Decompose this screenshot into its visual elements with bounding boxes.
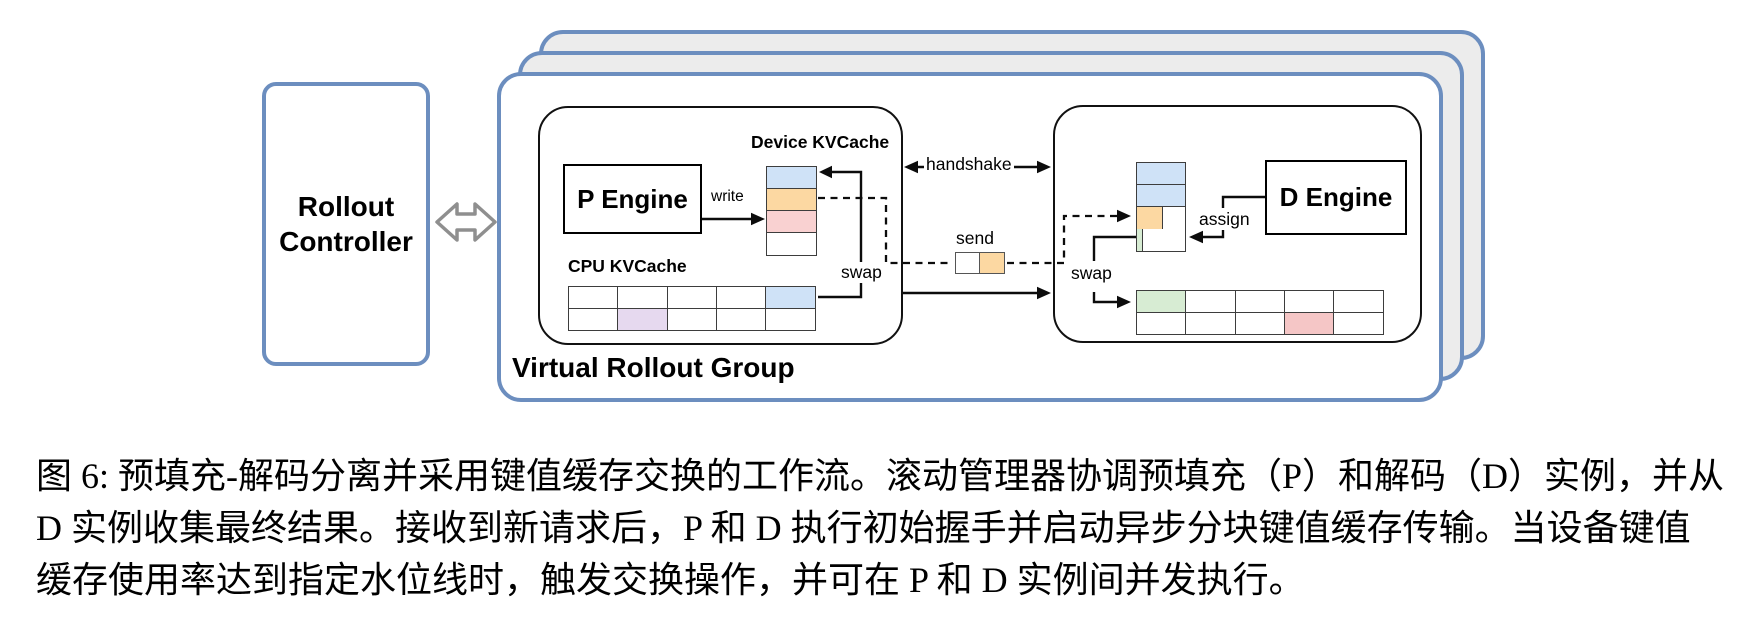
rollout-controller-box: Rollout Controller [262,82,430,366]
rollout-controller-label-line1: Rollout [297,191,395,222]
cache-cell [765,286,817,310]
cache-cell [765,307,817,331]
cache-cell [1136,184,1186,208]
cache-cell [715,307,767,331]
d-engine-box: D Engine [1265,160,1407,235]
handshake-label: handshake [924,154,1014,175]
cache-cell [1333,290,1385,314]
device-kvcache-label: Device KVCache [751,132,890,152]
cache-row [568,307,817,331]
cache-cell [666,286,718,310]
cache-row [1136,290,1385,314]
swap-label-d: swap [1069,263,1114,284]
virtual-rollout-group-label: Virtual Rollout Group [512,352,795,383]
cache-cell [1136,311,1187,335]
rollout-controller-label-line2: Controller [279,226,413,257]
cache-cell [568,286,619,310]
cache-row [955,252,1006,274]
caption-line: 图 6: 预填充-解码分离并采用键值缓存交换的工作流。滚动管理器协调预填充（P）… [36,456,1725,496]
cache-cell [1136,290,1187,314]
cache-cell [617,307,669,331]
cache-cell [1234,290,1286,314]
send-chunk-box [955,252,1006,274]
cache-cell [1185,290,1237,314]
cache-cell [766,166,817,190]
cache-cell [955,252,981,274]
cache-cell [715,286,767,310]
cache-cell [617,286,669,310]
p-engine-box: P Engine [563,164,702,234]
cache-cell [1283,311,1335,335]
figure-caption: 图 6: 预填充-解码分离并采用键值缓存交换的工作流。滚动管理器协调预填充（P）… [36,450,1724,606]
write-label: write [711,188,744,205]
cache-cell [766,210,817,234]
cache-cell [1136,228,1186,252]
d-device-kvcache-stack [1136,162,1186,252]
assign-label: assign [1197,209,1252,230]
cache-row [568,286,817,310]
cache-row [1136,311,1385,335]
cache-cell [666,307,718,331]
cache-cell [1136,162,1186,186]
cache-cell [979,252,1006,274]
d-cpu-kvcache-grid [1136,290,1385,335]
cpu-kvcache-label: CPU KVCache [568,256,687,276]
caption-line: 缓存使用率达到指定水位线时，触发交换操作，并可在 P 和 D 实例间并发执行。 [36,560,1305,600]
p-cpu-kvcache-grid [568,286,817,331]
cache-cell [766,188,817,212]
caption-line: D 实例收集最终结果。接收到新请求后，P 和 D 执行初始握手并启动异步分块键值… [36,508,1691,548]
cache-cell [568,307,619,331]
p-engine-label: P Engine [577,183,688,214]
cache-cell [1185,311,1237,335]
send-label: send [956,228,994,248]
cache-cell [766,232,817,256]
d-engine-label: D Engine [1279,182,1393,212]
cache-cell [1333,311,1385,335]
cache-cell [1234,311,1286,335]
bidirectional-arrow-icon [435,202,497,242]
p-device-kvcache-stack [766,166,817,256]
swap-label-p: swap [838,262,885,283]
cache-cell [1283,290,1335,314]
cache-cell [1136,206,1186,230]
